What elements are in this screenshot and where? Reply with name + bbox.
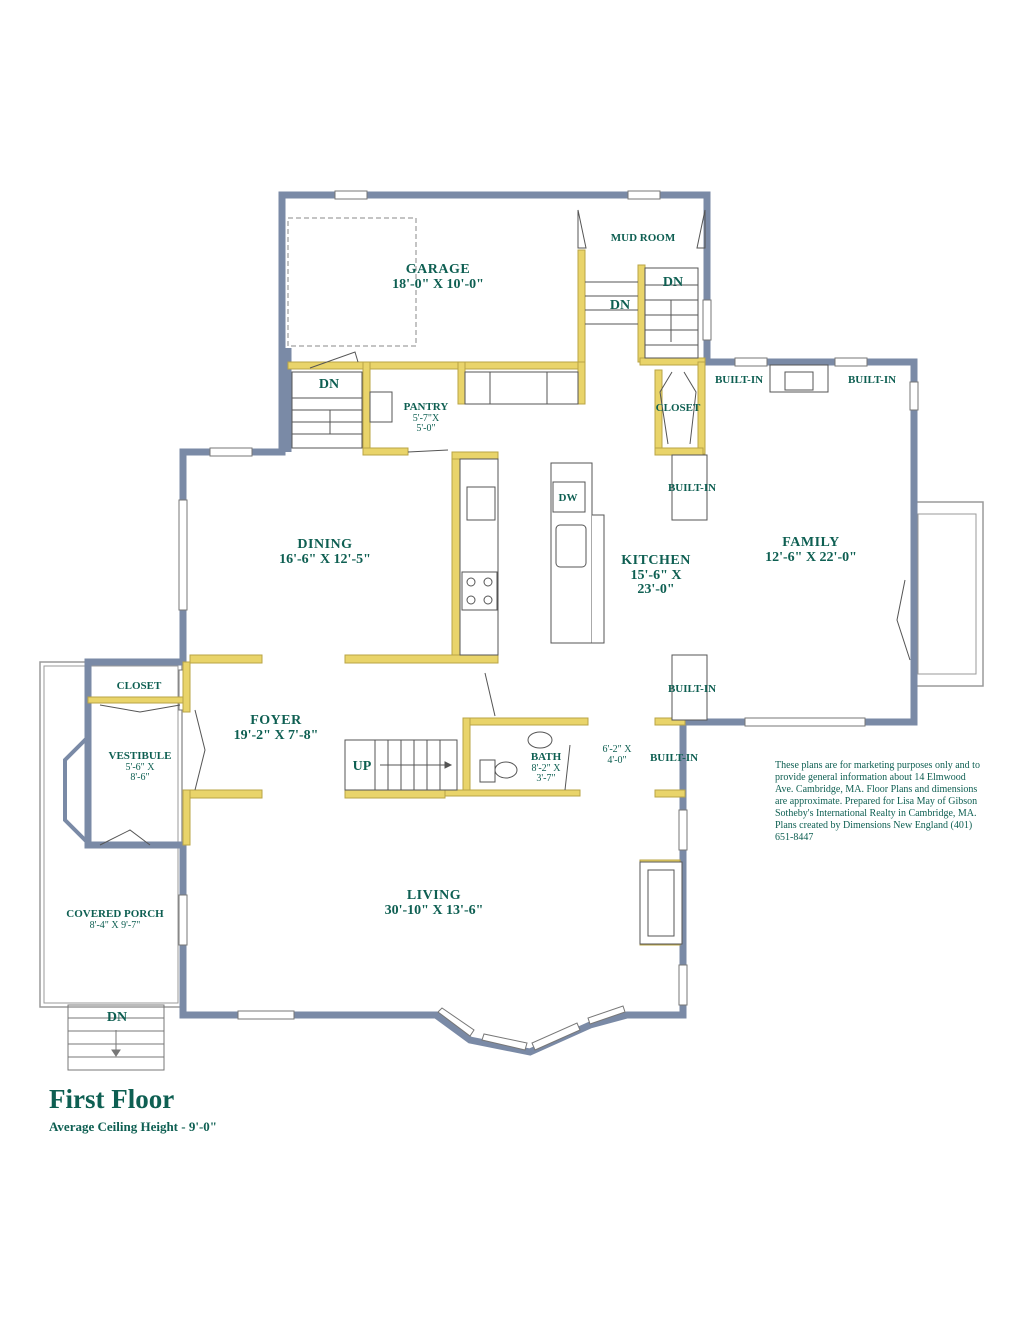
pantry-label: PANTRY 5'-7"X 5'-0" [403,401,449,435]
exterior-walls [84,191,918,1056]
stairs-up-label: UP [352,759,372,774]
living-name: LIVING [406,888,462,903]
living-label: LIVING 30'-10" X 13'-6" [384,888,484,918]
kitchen-label: KITCHEN 15'-6" X 23'-0" [621,553,691,598]
bath-dims-1: 8'-2" X [531,762,561,774]
covered-porch-name: COVERED PORCH [66,908,164,920]
stairs-down-label: DN [662,275,684,290]
built-ins [639,364,829,945]
garage-parking-area [287,217,417,347]
garage-name: GARAGE [405,262,471,277]
vestibule-dims-1: 5'-6" X [125,761,155,773]
foyer-dims: 19'-2" X 7'-8" [233,727,319,743]
hall-dims-label: 6'-2" X 4'-0" [602,744,632,766]
built-in-label: BUILT-IN [714,374,764,386]
built-in-label: BUILT-IN [667,683,717,695]
hall-dims-2: 4'-0" [607,754,627,766]
pantry-dims-2: 5'-0" [416,423,436,435]
covered-porch-dims: 8'-4" X 9'-7" [89,919,141,931]
dining-name: DINING [297,537,353,552]
door-swings [99,209,911,846]
stairs-down-label: DN [106,1010,128,1025]
bath-name: BATH [530,751,562,763]
bath-dims-2: 3'-7" [536,773,556,785]
closet-foyer-label: CLOSET [116,680,162,692]
hall-dims-1: 6'-2" X [602,744,632,755]
stairs [291,267,699,791]
closet-upper-label: CLOSET [655,402,701,414]
living-bay-windows [437,1005,626,1051]
vestibule-label: VESTIBULE 5'-6" X 8'-6" [108,750,172,784]
garage-dims: 18'-0" X 10'-0" [392,276,484,292]
pantry-name: PANTRY [403,401,449,413]
family-bay-window [912,501,984,687]
stairs-down-label: DN [318,377,340,392]
built-in-label: BUILT-IN [649,752,699,764]
family-dims: 12'-6" X 22'-0" [765,549,857,565]
family-label: FAMILY 12'-6" X 22'-0" [765,535,857,565]
pantry-shelf [369,391,393,423]
stairs-down-label: DN [609,298,631,313]
kitchen-name: KITCHEN [621,553,691,568]
foyer-name: FOYER [250,713,302,728]
dishwasher-label: DW [558,492,578,504]
mud-room-label: MUD ROOM [610,232,676,244]
floor-title: First Floor [49,1084,175,1114]
floor-subtitle: Average Ceiling Height - 9'-0" [49,1119,217,1134]
vestibule-dims-2: 8'-6" [130,772,150,784]
living-dims: 30'-10" X 13'-6" [384,902,484,918]
kitchen-dims-1: 15'-6" X [630,567,682,583]
vestibule-bay-window [63,733,92,847]
porch-steps [67,1004,165,1071]
vestibule-name: VESTIBULE [108,750,172,762]
dining-label: DINING 16'-6" X 12'-5" [279,537,371,567]
built-in-label: BUILT-IN [847,374,897,386]
built-in-label: BUILT-IN [667,482,717,494]
kitchen-fixtures [459,371,605,656]
covered-porch-outline [39,661,183,1008]
windows [178,190,919,1020]
covered-porch-label: COVERED PORCH 8'-4" X 9'-7" [66,908,164,931]
bath-label: BATH 8'-2" X 3'-7" [530,751,562,785]
bath-fixtures [479,731,553,783]
disclaimer-text: These plans are for marketing purposes o… [775,760,980,843]
kitchen-dims-2: 23'-0" [637,582,675,598]
pantry-dims-1: 5'-7"X [412,412,440,424]
garage-label: GARAGE 18'-0" X 10'-0" [392,262,484,292]
foyer-label: FOYER 19'-2" X 7'-8" [233,713,319,743]
family-name: FAMILY [782,535,840,550]
dining-dims: 16'-6" X 12'-5" [279,551,371,567]
